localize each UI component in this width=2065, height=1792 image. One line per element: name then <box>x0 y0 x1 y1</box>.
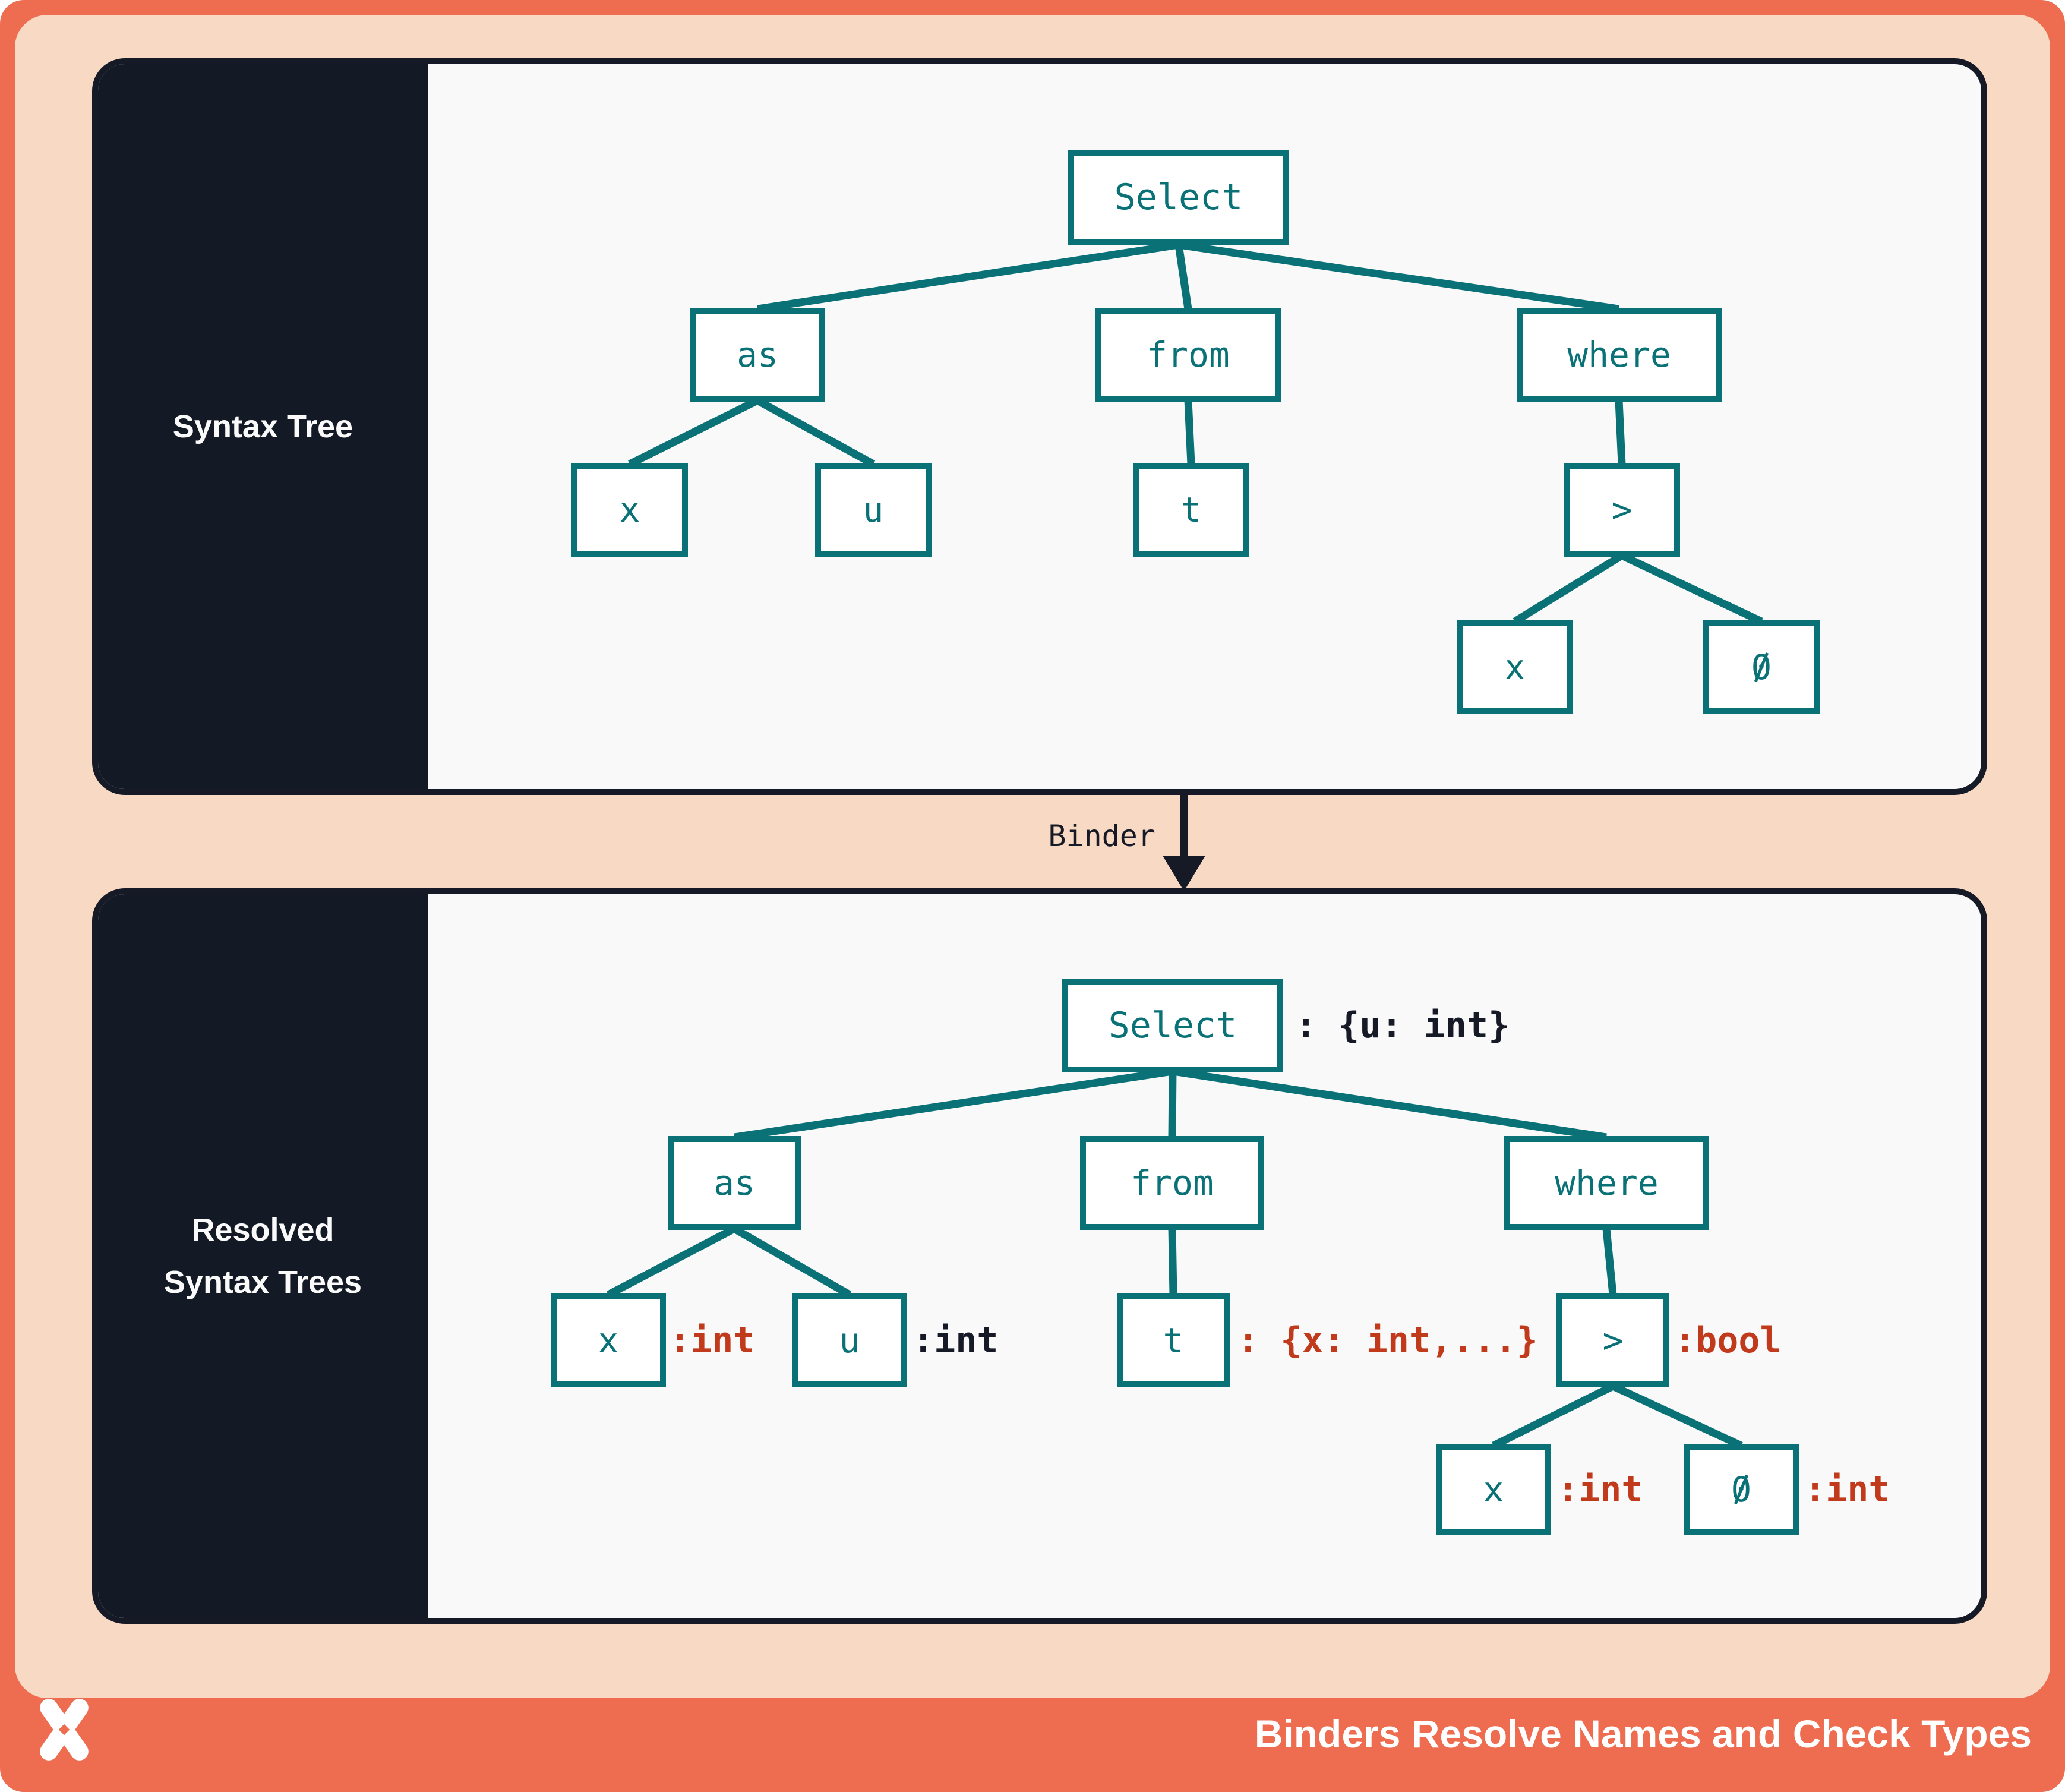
node-x-resolved: x <box>1436 1444 1551 1535</box>
node-where: where <box>1517 308 1722 402</box>
node-greater-than-resolved: > <box>1556 1293 1669 1387</box>
node-x: x <box>1457 620 1573 714</box>
syntax-tree-sidebar: Syntax Tree <box>98 64 428 789</box>
node-x-resolved: x <box>551 1293 666 1387</box>
node-zero-resolved: 0 <box>1684 1444 1799 1535</box>
node-u: u <box>815 463 932 557</box>
resolved-syntax-trees-sidebar-label: Resolved Syntax Trees <box>164 1204 362 1308</box>
type-annotation-x2: :int <box>1557 1469 1643 1510</box>
syntax-tree-panel: Syntax Tree <box>92 58 1987 795</box>
resolved-syntax-trees-panel: Resolved Syntax Trees <box>92 888 1987 1624</box>
node-x: x <box>571 463 688 557</box>
footer-title: Binders Resolve Names and Check Types <box>1254 1712 2032 1756</box>
node-select-resolved: Select <box>1062 979 1283 1072</box>
node-u-resolved: u <box>792 1293 907 1387</box>
node-from-resolved: from <box>1080 1136 1264 1230</box>
node-from: from <box>1095 308 1281 402</box>
type-annotation-x: :int <box>669 1320 755 1361</box>
node-select: Select <box>1068 150 1289 245</box>
node-where-resolved: where <box>1504 1136 1709 1230</box>
node-t-resolved: t <box>1117 1293 1230 1387</box>
type-annotation-greater-than: :bool <box>1674 1320 1782 1361</box>
node-zero: 0 <box>1703 620 1820 714</box>
sidebar-label-line1: Resolved <box>191 1212 334 1248</box>
node-as: as <box>690 308 825 402</box>
resolved-syntax-trees-sidebar: Resolved Syntax Trees <box>98 894 428 1618</box>
node-as-resolved: as <box>668 1136 801 1230</box>
type-annotation-u: :int <box>912 1320 999 1361</box>
node-greater-than: > <box>1564 463 1680 557</box>
syntax-tree-sidebar-label: Syntax Tree <box>172 409 353 444</box>
binder-label: Binder <box>1048 819 1155 853</box>
sidebar-label-line2: Syntax Trees <box>163 1264 362 1300</box>
type-annotation-t: : {x: int,...} <box>1237 1320 1538 1361</box>
node-t: t <box>1133 463 1249 557</box>
x-logo-icon <box>40 1699 89 1761</box>
type-annotation-select: : {u: int} <box>1295 1005 1510 1046</box>
type-annotation-zero: :int <box>1804 1469 1890 1510</box>
